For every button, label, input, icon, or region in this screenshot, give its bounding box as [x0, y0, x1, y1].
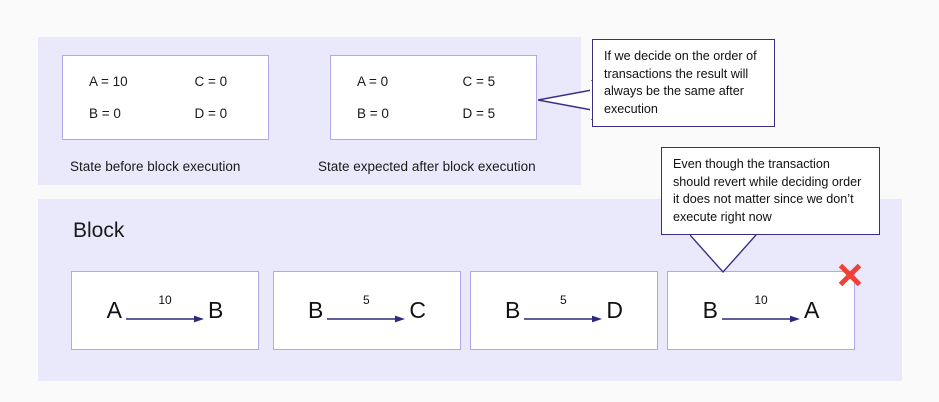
transaction-to: C	[409, 297, 426, 323]
arrow-right-icon	[327, 315, 406, 322]
transaction-box: B 5 C	[273, 271, 461, 350]
transaction-arrow-group: 10	[126, 294, 204, 328]
transaction-box: A 10 B	[71, 271, 259, 350]
state-after-grid: A = 0 C = 5 B = 0 D = 5	[331, 56, 536, 139]
state-after-caption: State expected after block execution	[318, 159, 536, 174]
transaction-arrow-group: 5	[327, 292, 406, 328]
transaction-from: B	[702, 297, 718, 323]
state-before-box: A = 10 C = 0 B = 0 D = 0	[62, 55, 269, 140]
callout-revert-tail	[690, 232, 757, 274]
transaction-amount: 10	[754, 292, 768, 307]
state-after-cell-a: A = 0	[357, 74, 389, 89]
transaction-to: B	[208, 297, 224, 323]
callout-revert-note: Even though the transaction should rever…	[661, 147, 880, 235]
state-before-cell-c: C = 0	[194, 74, 228, 89]
state-before-cell-d: D = 0	[194, 105, 228, 121]
transaction-from: A	[106, 297, 122, 323]
state-after-box: A = 0 C = 5 B = 0 D = 5	[330, 55, 537, 140]
transaction-content: B 5 D	[471, 272, 657, 349]
state-before-cell-b: B = 0	[89, 105, 121, 121]
transaction-from: B	[308, 297, 324, 323]
transaction-arrow-group: 5	[524, 292, 603, 328]
state-before-cell-a: A = 10	[89, 74, 128, 89]
callout-order-tail	[538, 80, 594, 120]
transaction-to: D	[606, 297, 623, 323]
callout-order-note: If we decide on the order of transaction…	[592, 39, 775, 127]
state-after-cell-c: C = 5	[462, 74, 496, 89]
transaction-amount: 5	[560, 292, 567, 307]
transaction-content: B 10 A	[668, 272, 854, 349]
transaction-arrow-group: 10	[722, 294, 800, 328]
arrow-right-icon	[524, 315, 603, 322]
transaction-amount: 10	[158, 292, 172, 307]
state-after-cell-d: D = 5	[462, 105, 496, 121]
transaction-to: A	[804, 297, 820, 323]
transaction-box: B 10 A	[667, 271, 855, 350]
state-before-grid: A = 10 C = 0 B = 0 D = 0	[63, 56, 268, 139]
state-before-caption: State before block execution	[70, 159, 241, 174]
block-heading: Block	[73, 219, 125, 242]
transaction-amount: 5	[363, 292, 370, 307]
arrow-right-icon	[722, 315, 800, 322]
red-x-icon	[838, 263, 862, 287]
state-after-cell-b: B = 0	[357, 105, 389, 121]
transaction-box: B 5 D	[470, 271, 658, 350]
transaction-content: A 10 B	[72, 272, 258, 349]
transaction-from: B	[505, 297, 521, 323]
transaction-content: B 5 C	[274, 272, 460, 349]
arrow-right-icon	[126, 315, 204, 322]
